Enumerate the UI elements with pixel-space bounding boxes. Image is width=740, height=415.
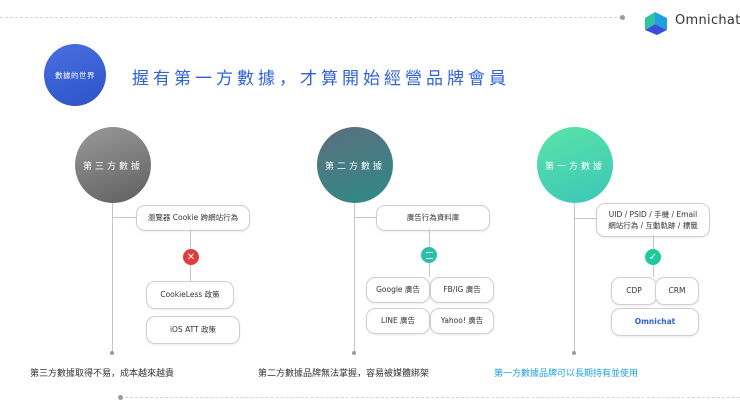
omnichat-logo-icon xyxy=(643,10,669,36)
second-party-circle: 第二方數據 xyxy=(317,127,393,203)
third-party-circle: 第三方數據 xyxy=(75,127,151,203)
page-title: 握有第一方數據，才算開始經營品牌會員 xyxy=(132,69,510,89)
check-icon: ✓ xyxy=(645,249,661,265)
connector xyxy=(574,218,596,219)
first-party-item-omnichat: Omnichat xyxy=(611,308,699,336)
third-party-caption: 第三方數據取得不易，成本越來越貴 xyxy=(30,369,175,379)
first-party-item: CRM xyxy=(655,277,699,305)
second-party-item: FB/IG 廣告 xyxy=(430,277,494,303)
first-party-circle: 第一方數據 xyxy=(537,127,613,203)
first-party-source-line: UID / PSID / 手機 / Email xyxy=(608,209,698,219)
connector xyxy=(112,217,136,218)
first-party-item: CDP xyxy=(611,277,657,305)
connector xyxy=(574,203,575,353)
second-party-item: LINE 廣告 xyxy=(366,308,430,334)
bottom-divider xyxy=(120,397,740,398)
connector-dot xyxy=(572,351,576,355)
second-party-source: 廣告行為資料庫 xyxy=(376,205,490,231)
top-divider xyxy=(0,17,622,18)
connector-dot xyxy=(110,351,114,355)
second-party-item: Google 廣告 xyxy=(366,277,430,303)
third-party-item: CookieLess 政策 xyxy=(146,281,234,309)
connector xyxy=(354,217,376,218)
section-badge: 數據的世界 xyxy=(44,44,106,106)
top-divider-dot xyxy=(620,15,625,20)
third-party-source: 瀏覽器 Cookie 跨網站行為 xyxy=(136,205,250,231)
first-party-source: UID / PSID / 手機 / Email 網站行為 / 互動軌跡 / 標籤 xyxy=(596,203,710,237)
connector-dot xyxy=(352,351,356,355)
second-party-caption: 第二方數據品牌無法掌握，容易被媒體綁架 xyxy=(258,369,430,379)
first-party-source-line: 網站行為 / 互動軌跡 / 標籤 xyxy=(608,221,698,230)
second-party-item: Yahoo! 廣告 xyxy=(430,308,494,334)
connector xyxy=(354,203,355,353)
connector xyxy=(112,203,113,353)
equals-icon xyxy=(421,247,437,263)
cross-icon: ✕ xyxy=(183,249,199,265)
first-party-caption: 第一方數據品牌可以長期持有並使用 xyxy=(494,369,639,379)
third-party-item: iOS ATT 政策 xyxy=(146,316,240,344)
bottom-divider-dot xyxy=(118,395,123,400)
brand-name: Omnichat xyxy=(675,13,740,28)
